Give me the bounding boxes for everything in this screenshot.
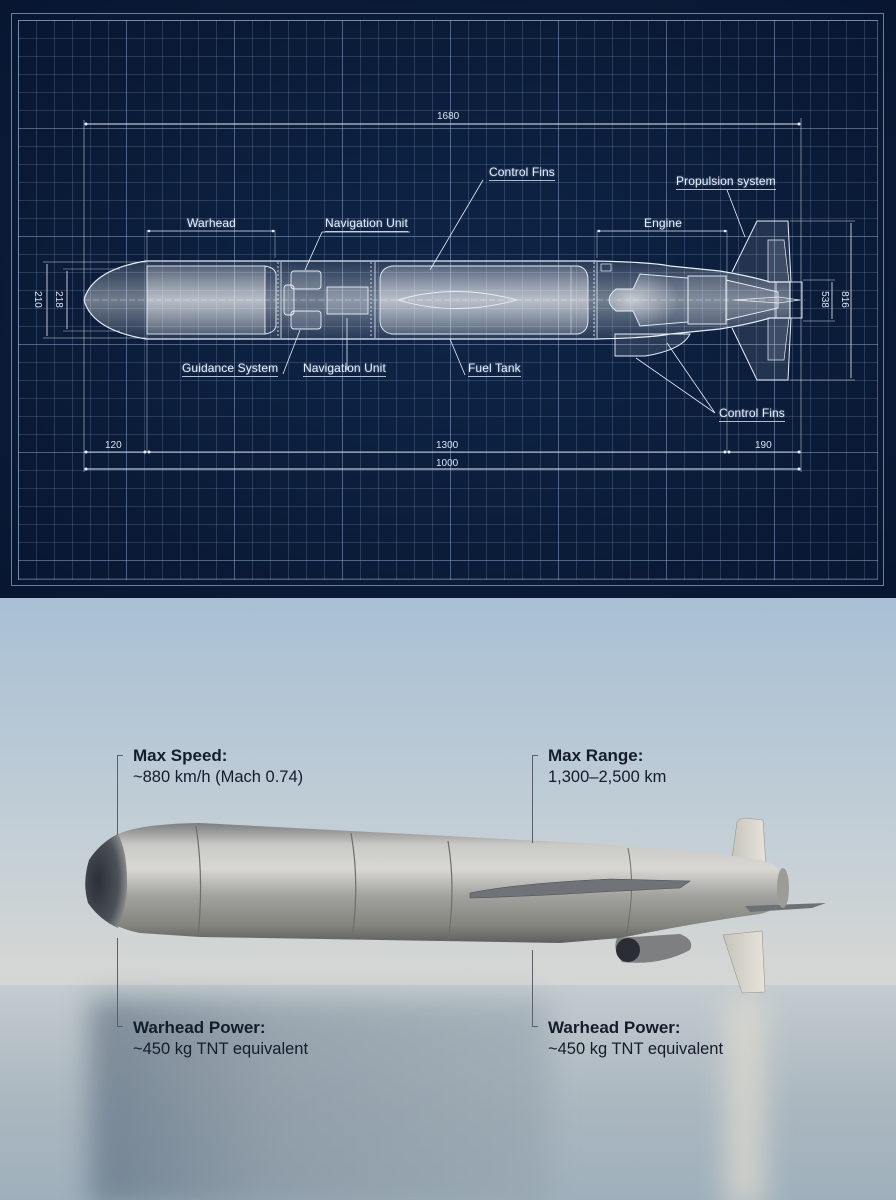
spec-max-range: Max Range: 1,300–2,500 km (548, 746, 666, 788)
spec-title: Warhead Power: (133, 1018, 266, 1037)
spec-value: ~880 km/h (Mach 0.74) (133, 768, 304, 786)
missile-schematic (43, 118, 855, 472)
label-guidance-system: Guidance System (182, 361, 279, 377)
spec-value: ~450 kg TNT equivalent (548, 1040, 724, 1058)
dim-inner-diameter: 218 (52, 291, 64, 308)
leader-warhead-left (117, 938, 118, 1026)
missile-render (85, 817, 826, 994)
spec-value: ~450 kg TNT equivalent (133, 1040, 309, 1058)
spec-title: Warhead Power: (548, 1018, 681, 1037)
missile-reflection (90, 998, 550, 1200)
dim-body: 1300 (436, 440, 459, 451)
spec-value: 1,300–2,500 km (548, 768, 667, 786)
spec-title: Max Range: (548, 746, 644, 765)
dim-overall-bottom: 1000 (436, 458, 459, 469)
dim-tail: 190 (755, 440, 772, 451)
spec-warhead-power-right: Warhead Power: ~450 kg TNT equivalent (548, 1018, 723, 1060)
leader-max-range-tick (532, 755, 538, 756)
leader-warhead-right-tick (532, 1026, 538, 1027)
fin-reflection (725, 998, 765, 1200)
dim-nozzle-diameter: 538 (818, 291, 830, 308)
blueprint-frame (11, 13, 884, 586)
leader-max-speed-tick (117, 755, 123, 756)
leader-max-speed (117, 755, 118, 835)
leader-warhead-right (532, 950, 533, 1026)
spec-max-speed: Max Speed: ~880 km/h (Mach 0.74) (133, 746, 303, 788)
dim-fin-span: 816 (838, 291, 850, 308)
label-propulsion-system: Propulsion system (676, 174, 776, 190)
blueprint-panel: Warhead Navigation Unit Control Fins Pro… (0, 0, 896, 598)
label-fuel-tank: Fuel Tank (468, 361, 521, 377)
spec-warhead-power-left: Warhead Power: ~450 kg TNT equivalent (133, 1018, 308, 1060)
label-engine: Engine (644, 216, 682, 230)
label-control-fins-top: Control Fins (489, 165, 555, 181)
leader-max-range (532, 755, 533, 843)
dim-outer-diameter: 210 (31, 291, 43, 308)
dim-overall-top: 1680 (437, 111, 460, 122)
label-navigation-unit-top: Navigation Unit (325, 216, 408, 232)
leader-warhead-left-tick (117, 1026, 123, 1027)
label-control-fins-bottom: Control Fins (719, 406, 785, 422)
dim-nose: 120 (105, 440, 122, 451)
label-navigation-unit-bottom: Navigation Unit (303, 361, 386, 377)
label-warhead: Warhead (187, 216, 236, 230)
spec-title: Max Speed: (133, 746, 228, 765)
render-photo-panel: Max Speed: ~880 km/h (Mach 0.74) Max Ran… (0, 598, 896, 1200)
